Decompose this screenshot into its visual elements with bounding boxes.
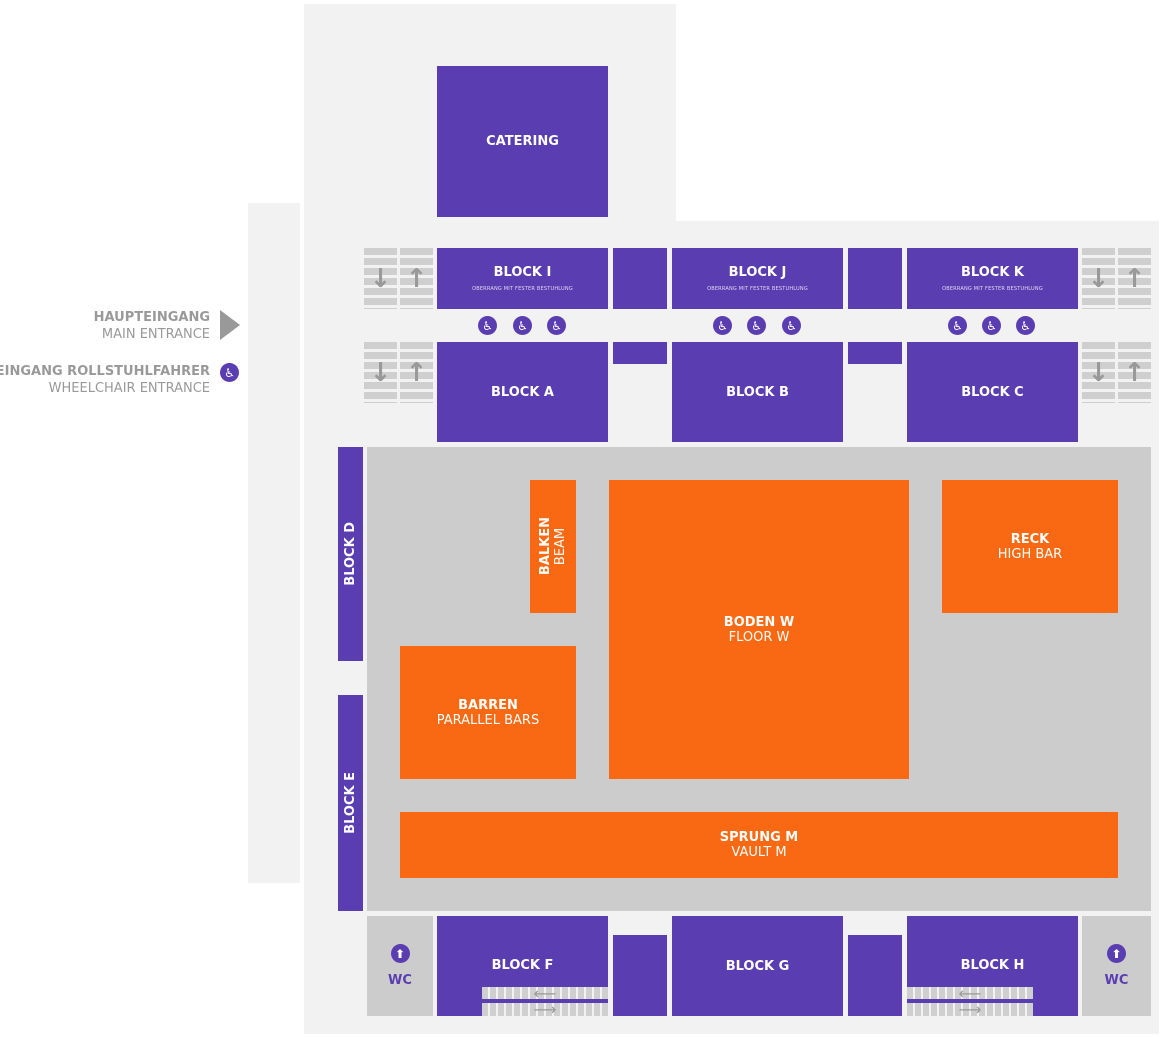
- stairs-up: ↑: [400, 342, 433, 403]
- stairs-up: ↑: [1118, 248, 1151, 309]
- wc-left[interactable]: ⬆WC: [367, 916, 433, 1016]
- block-small[interactable]: [613, 248, 667, 309]
- wheelchair-icon: ♿: [220, 363, 239, 382]
- block-e[interactable]: BLOCK E: [338, 695, 363, 911]
- block-small[interactable]: [848, 935, 902, 1016]
- wheelchair-space-icon: ♿: [478, 316, 497, 335]
- entrance-arrow-icon: [220, 310, 240, 340]
- block-d[interactable]: BLOCK D: [338, 447, 363, 661]
- block-f[interactable]: BLOCK F: [437, 916, 608, 1016]
- wheelchair-space-icon: ♿: [713, 316, 732, 335]
- entrance-corridor: [248, 203, 300, 883]
- wheelchair-space-icon: ♿: [513, 316, 532, 335]
- stairs-down: ↓: [1082, 342, 1115, 403]
- person-icon: ⬆: [1107, 944, 1126, 963]
- block-c[interactable]: BLOCK C: [907, 342, 1078, 442]
- main-entrance-label: HAUPTEINGANG MAIN ENTRANCE: [93, 310, 210, 342]
- block-small[interactable]: [613, 935, 667, 1016]
- stairs-right: ⟶: [482, 1000, 608, 1019]
- block-small[interactable]: [613, 342, 667, 364]
- stairs-right: ⟶: [907, 1000, 1033, 1019]
- stairs-down: ↓: [364, 248, 397, 309]
- stairs-left: ⟵: [482, 984, 608, 1003]
- stairs-down: ↓: [1082, 248, 1115, 309]
- stairs-up: ↑: [400, 248, 433, 309]
- block-small[interactable]: [848, 342, 902, 364]
- wheelchair-space-icon: ♿: [747, 316, 766, 335]
- catering[interactable]: CATERING: [437, 66, 608, 217]
- block-g[interactable]: BLOCK G: [672, 916, 843, 1016]
- stairs-left: ⟵: [907, 984, 1033, 1003]
- block-h[interactable]: BLOCK H: [907, 916, 1078, 1016]
- wheelchair-space-icon: ♿: [948, 316, 967, 335]
- block-b[interactable]: BLOCK B: [672, 342, 843, 442]
- wheelchair-space-icon: ♿: [547, 316, 566, 335]
- block-small[interactable]: [848, 248, 902, 309]
- wheelchair-entrance-label: EINGANG ROLLSTUHLFAHRER WHEELCHAIR ENTRA…: [0, 364, 210, 396]
- wheelchair-space-icon: ♿: [782, 316, 801, 335]
- stairs-down: ↓: [364, 342, 397, 403]
- wheelchair-space-icon: ♿: [1016, 316, 1035, 335]
- person-icon: ⬆: [390, 944, 410, 963]
- wc-right[interactable]: ⬆WC: [1082, 916, 1151, 1016]
- block-a[interactable]: BLOCK A: [437, 342, 608, 442]
- stairs-up: ↑: [1118, 342, 1151, 403]
- wheelchair-space-icon: ♿: [982, 316, 1001, 335]
